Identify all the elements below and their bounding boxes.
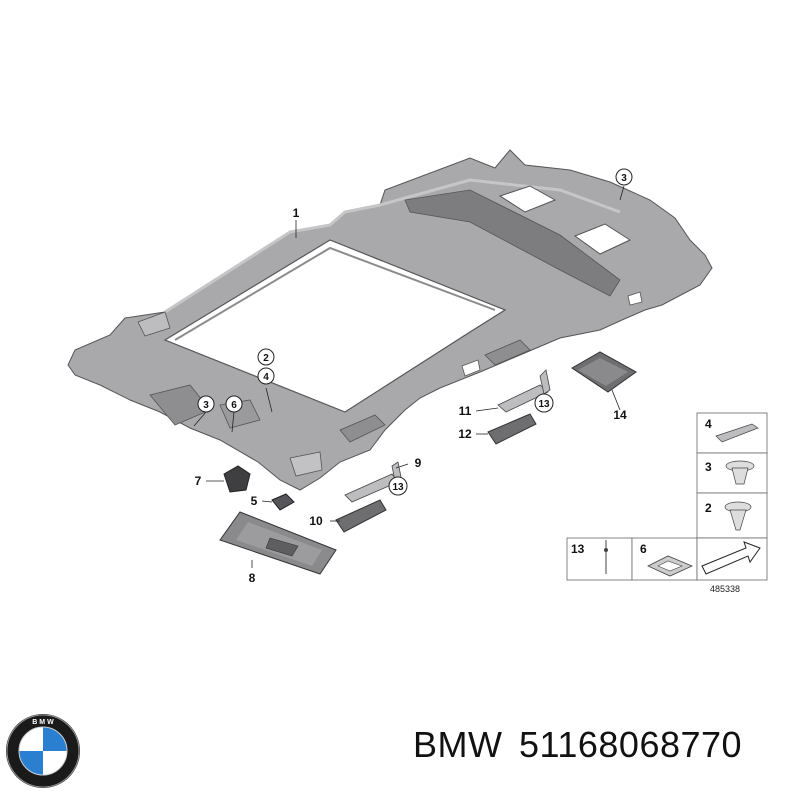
callout-9: 9 [415,456,422,470]
callout-13-mid: 13 [388,476,408,496]
leader-lines [193,185,625,568]
part-11-bracket [497,369,551,413]
svg-text:3: 3 [621,173,627,184]
svg-text:6: 6 [640,542,647,556]
svg-text:13: 13 [538,399,550,410]
part-10-grab-handle [335,499,387,533]
callout-5: 5 [251,494,258,508]
svg-text:2: 2 [263,353,269,364]
fastener-legend: 4 3 2 13 6 485338 [566,412,768,594]
callout-8: 8 [249,571,256,585]
callout-3-top: 3 [615,168,633,186]
svg-text:7: 7 [195,474,202,488]
part-5-clip [271,493,295,511]
callout-4: 4 [257,367,275,385]
svg-text:8: 8 [249,571,256,585]
part-14-pad [571,351,637,393]
arrow-icon [701,541,761,575]
part-12-grab-handle [487,413,537,445]
svg-text:14: 14 [613,408,627,422]
part-7-lamp [223,465,251,493]
svg-text:2: 2 [705,501,712,515]
svg-text:13: 13 [392,482,404,493]
reference-number: 485338 [710,584,740,594]
callout-14: 14 [613,408,627,422]
svg-text:6: 6 [231,400,237,411]
legend-item-2: 2 [705,501,752,531]
part-8-sun-visor [219,511,337,575]
legend-item-3: 3 [705,460,755,485]
caption: B M W BMW 51168068770 [0,712,800,788]
bmw-roundel-logo: B M W [6,714,80,788]
svg-text:11: 11 [459,404,472,418]
callout-6: 6 [225,395,243,413]
part-number: 51168068770 [519,724,743,765]
callout-13-right: 13 [534,393,554,413]
svg-text:4: 4 [263,372,269,383]
callout-1: 1 [293,206,300,220]
svg-text:12: 12 [458,427,472,441]
svg-text:B M W: B M W [32,719,54,726]
callout-10: 10 [309,514,323,528]
svg-text:9: 9 [415,456,422,470]
callout-2: 2 [257,348,275,366]
svg-text:13: 13 [571,542,585,556]
svg-text:4: 4 [705,417,712,431]
legend-item-6: 6 [640,542,694,577]
callout-12: 12 [458,427,472,441]
callout-3-left: 3 [197,395,215,413]
callout-11: 11 [459,404,472,418]
brand-label: BMW [413,724,503,765]
legend-item-4: 4 [705,417,759,443]
svg-text:5: 5 [251,494,258,508]
legend-item-13: 13 [571,540,608,574]
headliner-panel [67,149,713,491]
svg-text:1: 1 [293,206,300,220]
svg-text:3: 3 [705,460,712,474]
svg-text:3: 3 [203,400,209,411]
svg-text:10: 10 [309,514,323,528]
callout-7: 7 [195,474,202,488]
